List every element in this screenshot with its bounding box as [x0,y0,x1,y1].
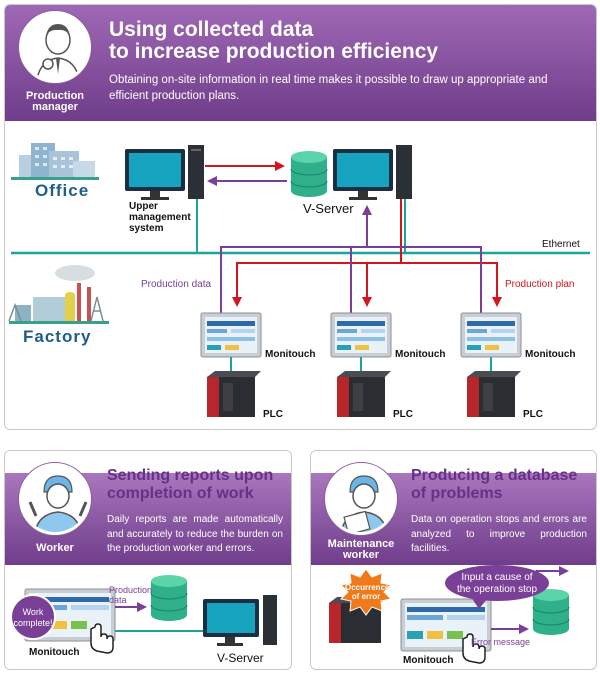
worker-monitouch-label: Monitouch [29,647,80,658]
monitouch-panel-3-icon [460,312,522,358]
monitouch-label-3: Monitouch [525,349,576,360]
vserver-database-icon [290,151,328,197]
worker-avatar [19,463,91,535]
ethernet-label: Ethernet [542,239,580,250]
worker-description: Daily reports are made automatically and… [107,514,283,554]
upper-management-pc-icon [125,145,204,200]
factory-label: Factory [23,327,92,346]
production-plan-label: Production plan [505,279,575,290]
plc-label-2: PLC [393,409,413,420]
maintenance-figure-icon [340,475,388,532]
plc-label-1: PLC [263,409,283,420]
worker-database-icon [150,575,188,621]
worker-figure-icon [28,475,88,532]
occurrence-of-error-burst [339,568,393,616]
plc-1-icon [207,371,261,417]
production-manager-avatar [19,11,91,83]
maintenance-diagram [329,565,570,664]
maintenance-monitouch-label: Monitouch [403,655,454,666]
manager-figure-icon [36,24,80,80]
office-building-icon [11,143,99,180]
maintenance-hand-pointer-icon [462,633,486,664]
plc-label-3: PLC [523,409,543,420]
role-label-worker: Worker [36,542,74,554]
office-label: Office [35,181,90,200]
maintenance-avatar [325,463,397,535]
plc-2-icon [337,371,391,417]
monitouch-panel-2-icon [330,312,392,358]
maintenance-description: Data on operation stops and errors are a… [411,514,587,554]
work-complete-bubble [10,594,56,640]
hand-pointer-icon [90,623,114,654]
error-message-label: Error message [471,637,531,647]
production-data-label: Production data [141,279,212,290]
vserver-pc-icon [333,145,412,200]
factory-icon [8,265,109,324]
network-diagram [8,143,590,417]
input-cause-bubble [445,565,549,601]
monitouch-label-1: Monitouch [265,349,316,360]
monitouch-label-2: Monitouch [395,349,446,360]
plc-3-icon [467,371,521,417]
monitouch-panel-1-icon [200,312,262,358]
top-description: Obtaining on-site information in real ti… [109,74,548,102]
vserver-label: V-Server [303,201,354,216]
worker-vserver-pc-icon [203,595,277,646]
worker-vserver-label: V-Server [217,651,264,665]
worker-diagram [10,575,277,654]
